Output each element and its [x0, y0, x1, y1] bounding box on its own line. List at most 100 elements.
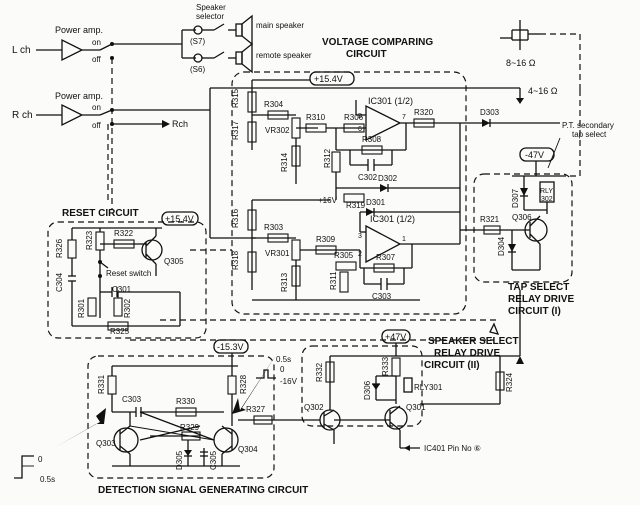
- impedance-a: 8~16 Ω: [506, 58, 536, 68]
- r306: [343, 123, 365, 133]
- q301-label: Q301: [406, 403, 426, 412]
- detection-block: [87, 355, 275, 479]
- d305-label: D305: [175, 450, 184, 470]
- r311: [339, 271, 349, 293]
- q306-label: Q306: [512, 213, 532, 222]
- cursor-icon: [489, 322, 500, 335]
- r332: [325, 361, 335, 383]
- tap-select-block: [473, 173, 573, 283]
- remote-speaker-label: remote speaker: [256, 51, 312, 60]
- r320-label: R320: [414, 108, 434, 117]
- ic301-top-label: IC301 (1/2): [368, 96, 413, 106]
- q305-label: Q305: [164, 257, 184, 266]
- main-speaker-label: main speaker: [256, 21, 304, 30]
- r318: [247, 251, 257, 273]
- d307-label: D307: [511, 188, 520, 208]
- detection-title: DETECTION SIGNAL GENERATING CIRCUIT: [98, 485, 308, 496]
- reset-title: RESET CIRCUIT: [62, 208, 139, 219]
- s6-label: (S6): [190, 65, 205, 74]
- ic401-label: IC401 Pin No ⑥: [424, 444, 481, 453]
- r321: [483, 225, 501, 235]
- r315: [247, 91, 257, 113]
- q305: [141, 239, 163, 261]
- r325-label: R325: [110, 327, 130, 336]
- reset-circuit-block: [47, 221, 207, 339]
- d303-icon: [482, 119, 490, 127]
- r316: [247, 209, 257, 231]
- r301-label: R301: [77, 298, 86, 318]
- ic301-bottom-opamp: [365, 224, 402, 264]
- r303: [267, 233, 289, 243]
- r330: [175, 407, 197, 417]
- r308: [361, 145, 383, 155]
- switch-off-r: off: [92, 121, 102, 130]
- step-waveform-icon: [14, 455, 34, 479]
- r305-label: R305: [334, 251, 354, 260]
- r330-label: R330: [176, 397, 196, 406]
- c303-label: C303: [122, 395, 142, 404]
- switch-on-l: on: [92, 38, 101, 47]
- c301-label: C301: [112, 285, 132, 294]
- switch-on-r: on: [92, 103, 101, 112]
- speaker-switch-a-icon: [213, 23, 225, 31]
- speaker-switch-b-icon: [213, 51, 225, 59]
- q304: [213, 427, 239, 453]
- r314: [291, 145, 301, 167]
- power-amp-l-label: Power amp.: [55, 25, 103, 35]
- power-amp-r-label: Power amp.: [55, 91, 103, 101]
- step-0: 0: [38, 455, 43, 464]
- v47-top: -47V: [525, 150, 544, 160]
- pin-3: 3: [358, 233, 362, 240]
- q302-label: Q302: [304, 403, 324, 412]
- r311-label: R311: [329, 271, 338, 290]
- r305: [335, 261, 357, 271]
- r325: [107, 321, 129, 331]
- v154-reset: +15.4V: [165, 214, 194, 224]
- v154-top-badge: [309, 71, 355, 86]
- r-ch-out-label: Rch: [172, 119, 188, 129]
- r306-label: R306: [344, 113, 364, 122]
- r329-label: R329: [180, 423, 200, 432]
- r312: [331, 151, 341, 173]
- d302-label: D302: [378, 174, 398, 183]
- r314-label: R314: [280, 152, 289, 172]
- r303-label: R303: [264, 223, 284, 232]
- pin-5: 5: [358, 113, 362, 120]
- r317: [247, 121, 257, 143]
- r321-label: R321: [480, 215, 500, 224]
- step-05: 0.5s: [40, 475, 55, 484]
- r313: [291, 265, 301, 287]
- d305-icon: [184, 450, 192, 456]
- d304-label: D304: [497, 236, 506, 256]
- r322-label: R322: [114, 229, 134, 238]
- pin-6: 6: [358, 126, 362, 133]
- r326-label: R326: [55, 238, 64, 258]
- r319-label: R319: [346, 201, 366, 210]
- switch-r-icon: [99, 109, 113, 116]
- r317-label: R317: [231, 120, 240, 140]
- r329: [181, 431, 201, 441]
- r323-label: R323: [85, 230, 94, 250]
- r331: [107, 375, 117, 395]
- main-speaker-icon: [235, 23, 243, 37]
- rly301-label: RLY301: [414, 383, 443, 392]
- r318-label: R318: [231, 250, 240, 270]
- r316-label: R316: [231, 208, 240, 228]
- c302-label: C302: [358, 173, 378, 182]
- v154-top: +15.4V: [314, 74, 343, 84]
- r309-label: R309: [316, 235, 336, 244]
- r310-label: R310: [306, 113, 326, 122]
- d306-label: D306: [363, 380, 372, 400]
- q304-label: Q304: [238, 445, 258, 454]
- v47-top-badge: [519, 147, 555, 162]
- c304-label: C304: [55, 272, 64, 292]
- r331-label: R331: [97, 374, 106, 394]
- v153-badge: [213, 339, 249, 354]
- d304-icon: [508, 244, 516, 252]
- r315-label: R315: [231, 88, 240, 108]
